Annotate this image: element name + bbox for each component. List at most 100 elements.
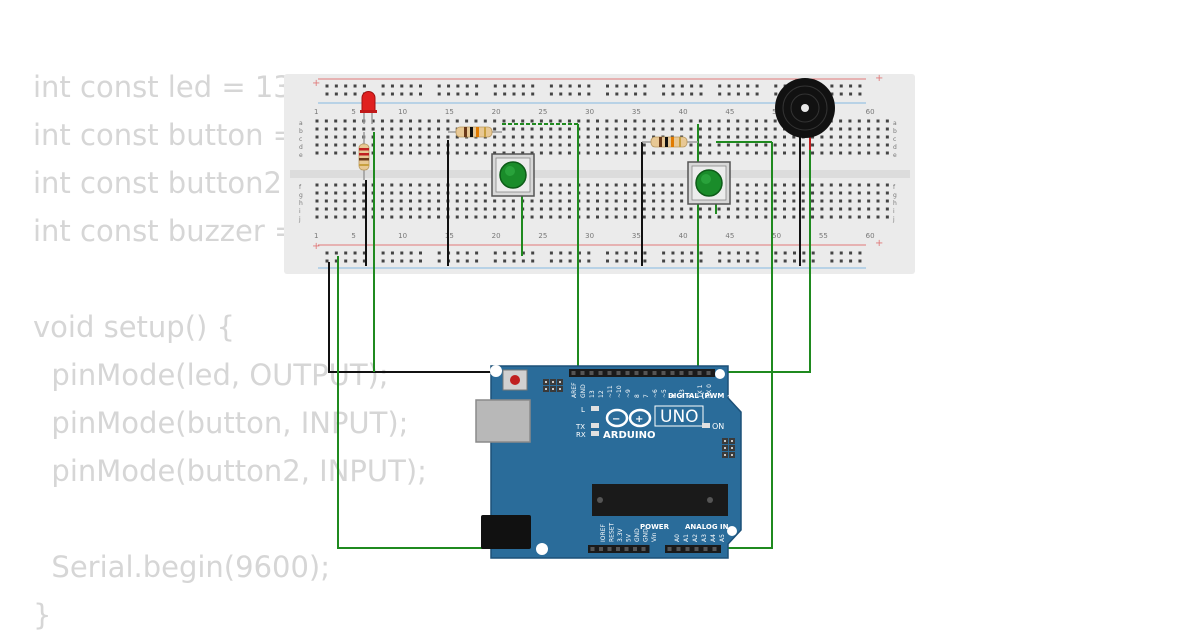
digital-pin[interactable] xyxy=(625,371,630,375)
rail-plus-label-br: + xyxy=(875,238,883,249)
code-line: pinMode(button, INPUT); xyxy=(33,406,409,440)
l-label: L xyxy=(581,406,585,414)
digital-header[interactable] xyxy=(569,369,715,377)
row-letter: g xyxy=(299,192,303,199)
code-line: Serial.begin(9600); xyxy=(33,550,331,584)
digital-pin[interactable] xyxy=(670,371,675,375)
breadboard-center-channel xyxy=(290,170,910,178)
digital-pin[interactable] xyxy=(571,371,576,375)
column-number: 40 xyxy=(679,108,688,116)
code-line: int const led = 13; xyxy=(33,70,302,104)
row-letter: d xyxy=(299,144,303,151)
digital-pin-label: ~10 xyxy=(616,385,623,398)
power-pin-label: GND xyxy=(643,528,650,542)
digital-pin[interactable] xyxy=(706,371,711,375)
analog-pin-label: A2 xyxy=(692,534,699,542)
column-number: 20 xyxy=(492,108,501,116)
power-jack xyxy=(481,515,531,549)
icsp-header-right xyxy=(722,438,735,458)
analog-pin-label: A1 xyxy=(683,534,690,542)
on-label: ON xyxy=(712,422,724,431)
power-pin[interactable] xyxy=(607,547,612,551)
rx-label: RX xyxy=(576,431,586,439)
power-pin-label: 5V xyxy=(626,533,633,542)
row-letter: c xyxy=(893,136,896,143)
digital-pin[interactable] xyxy=(598,371,603,375)
mount-hole-tr xyxy=(715,369,725,379)
analog-header[interactable] xyxy=(665,545,721,553)
digital-pin-label: ~11 xyxy=(607,385,614,398)
column-number: 5 xyxy=(351,108,355,116)
digital-pin-label: 13 xyxy=(589,390,596,398)
resistor-icon[interactable] xyxy=(358,132,370,180)
row-letter: b xyxy=(893,128,897,135)
digital-pin[interactable] xyxy=(589,371,594,375)
column-number: 30 xyxy=(585,108,594,116)
power-pin[interactable] xyxy=(616,547,620,551)
analog-pin[interactable] xyxy=(685,547,690,551)
power-pin[interactable] xyxy=(641,547,646,551)
column-number: 35 xyxy=(632,108,641,116)
row-letter: h xyxy=(299,200,303,207)
icsp-header-top xyxy=(543,379,563,392)
wire-buzzer-pin8 xyxy=(698,142,811,373)
digital-pin[interactable] xyxy=(634,371,639,375)
digital-pin[interactable] xyxy=(643,371,648,375)
digital-pin[interactable] xyxy=(688,371,693,375)
pushbutton-icon[interactable] xyxy=(687,161,731,205)
row-letter: h xyxy=(893,200,897,207)
resistor-icon[interactable] xyxy=(448,126,502,138)
digital-pin[interactable] xyxy=(679,371,684,375)
digital-pin[interactable] xyxy=(580,371,585,375)
tx-label: TX xyxy=(575,423,585,431)
column-number: 5 xyxy=(351,232,355,240)
on-led xyxy=(702,423,710,428)
analog-pin[interactable] xyxy=(694,547,699,551)
usb-port xyxy=(475,399,531,443)
analog-pin[interactable] xyxy=(712,547,717,551)
rail-plus-label-bl: + xyxy=(312,241,320,252)
column-number: 1 xyxy=(314,232,318,240)
column-number: 30 xyxy=(585,232,594,240)
digital-pin[interactable] xyxy=(697,371,702,375)
power-pin[interactable] xyxy=(599,547,603,551)
power-pin-label: GND xyxy=(634,528,641,542)
digital-pin[interactable] xyxy=(652,371,657,375)
tx-led xyxy=(591,423,599,428)
power-pin-label: IOREF xyxy=(600,524,607,542)
rx-led xyxy=(591,431,599,436)
digital-pin[interactable] xyxy=(661,371,666,375)
code-line: void setup() { xyxy=(33,310,235,344)
digital-label: DIGITAL (PWM ~) xyxy=(668,392,736,400)
svg-text:+: + xyxy=(635,414,643,425)
chip-notch xyxy=(597,497,603,503)
digital-pin-label: ~6 xyxy=(652,389,659,398)
analog-pin[interactable] xyxy=(703,547,708,551)
column-number: 25 xyxy=(538,108,547,116)
resistor-icon[interactable] xyxy=(642,136,698,148)
row-letter: j xyxy=(892,216,895,223)
power-pin[interactable] xyxy=(590,547,595,551)
row-letter: g xyxy=(893,192,897,199)
arduino-brand: ARDUINO xyxy=(603,430,655,441)
column-number: 50 xyxy=(772,232,781,240)
piezo-buzzer-icon[interactable] xyxy=(775,78,835,150)
l-led xyxy=(591,406,599,411)
digital-pin[interactable] xyxy=(616,371,621,375)
pushbutton-icon[interactable] xyxy=(491,153,535,197)
analog-pin[interactable] xyxy=(676,547,681,551)
column-number: 45 xyxy=(725,108,734,116)
column-number: 55 xyxy=(819,232,828,240)
row-letter: i xyxy=(299,208,301,215)
mount-hole-tl xyxy=(490,365,502,377)
analog-pin[interactable] xyxy=(667,547,672,551)
power-pin[interactable] xyxy=(624,547,629,551)
power-header[interactable] xyxy=(588,545,650,553)
column-number: 15 xyxy=(445,108,454,116)
digital-pin[interactable] xyxy=(607,371,612,375)
red-led-icon[interactable] xyxy=(360,91,377,125)
power-pin[interactable] xyxy=(633,547,637,551)
column-number: 40 xyxy=(679,232,688,240)
